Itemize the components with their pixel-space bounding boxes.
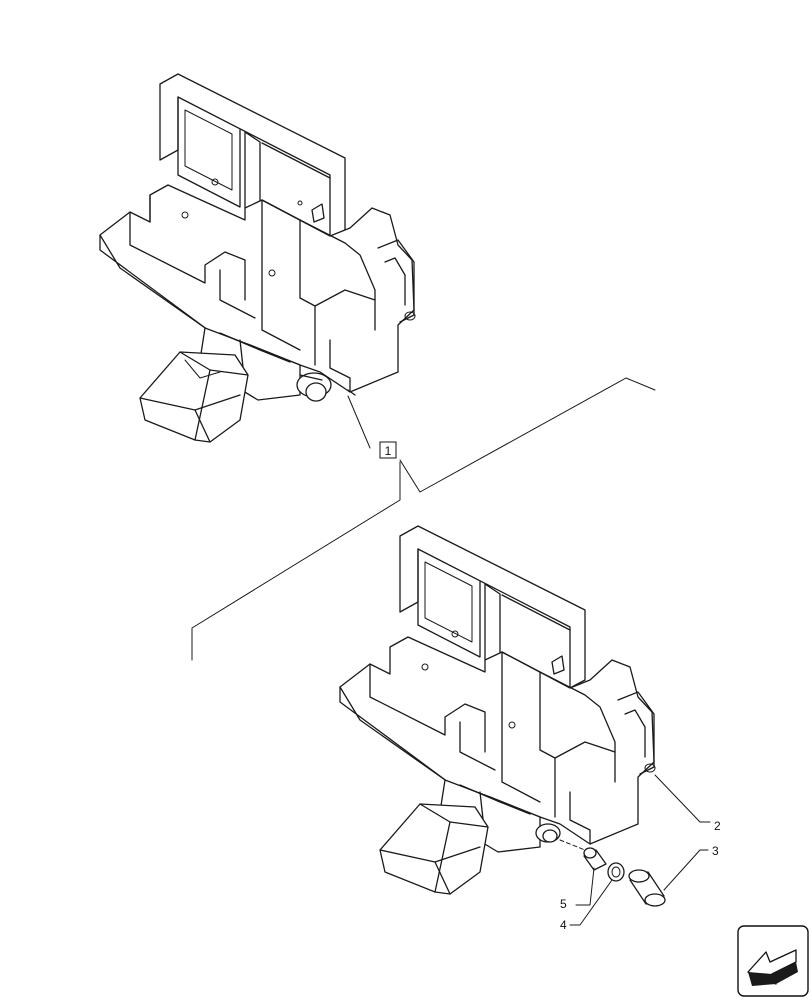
arrow-navigation-icon[interactable] <box>737 925 809 997</box>
callout-4-label: 4 <box>560 918 567 932</box>
callout-2-label: 2 <box>714 819 721 833</box>
snap-ring-part-4 <box>607 862 625 882</box>
sleeve-part-5 <box>583 847 607 871</box>
upper-assembly <box>99 73 416 443</box>
callout-3: 3 <box>712 844 719 858</box>
callout-5: 5 <box>560 897 567 911</box>
callout-leaders <box>569 774 711 926</box>
exploded-parts <box>559 839 666 907</box>
callout-5-label: 5 <box>560 897 567 911</box>
lower-assembly <box>339 525 656 895</box>
callout-1-label: 1 <box>385 444 392 458</box>
callout-4: 4 <box>560 918 567 932</box>
callout-3-label: 3 <box>712 844 719 858</box>
bushing-part-3 <box>628 869 666 907</box>
callout-1: 1 <box>379 441 397 459</box>
callout-2: 2 <box>714 819 721 833</box>
callout-1-leader <box>191 377 656 661</box>
